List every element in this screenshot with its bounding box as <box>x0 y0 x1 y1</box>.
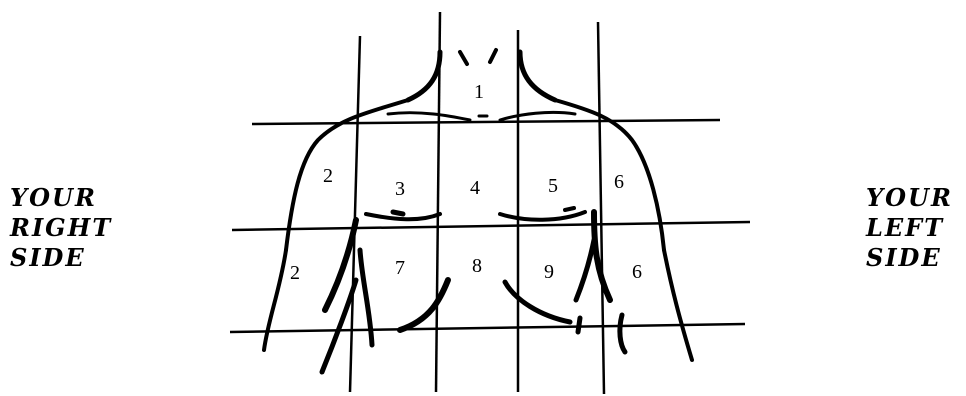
neck-right-line <box>520 52 555 100</box>
throat-mark-left <box>460 52 467 64</box>
nipple-right <box>393 212 403 214</box>
region-number: 1 <box>474 81 484 103</box>
region-number: 7 <box>395 257 405 279</box>
region-number: 2 <box>290 262 300 284</box>
region-number: 6 <box>632 261 642 283</box>
region-number: 5 <box>548 175 558 197</box>
region-number: 4 <box>470 177 480 199</box>
grid-line-v1 <box>350 36 360 392</box>
grid-line-top <box>252 120 720 124</box>
region-number: 8 <box>472 255 482 277</box>
left-hand-mark-2 <box>620 315 625 352</box>
left-hand-mark-1 <box>578 318 580 332</box>
region-number: 2 <box>323 165 333 187</box>
left-torso-side <box>576 240 594 300</box>
throat-mark-right <box>490 50 496 62</box>
grid-line-bottom <box>230 324 745 332</box>
region-number: 9 <box>544 261 554 283</box>
region-grid <box>230 12 750 394</box>
region-number: 3 <box>395 178 405 200</box>
grid-line-middle <box>232 222 750 230</box>
left-forearm-outer <box>664 250 692 360</box>
abdomen-right-line <box>400 280 448 330</box>
region-number: 6 <box>614 171 624 193</box>
nipple-left <box>565 208 574 210</box>
grid-line-v4 <box>598 22 604 394</box>
chest-line-left <box>500 212 585 220</box>
abdomen-left-line <box>505 282 570 322</box>
neck-left-line <box>408 52 440 100</box>
right-forearm-outer <box>264 250 286 350</box>
